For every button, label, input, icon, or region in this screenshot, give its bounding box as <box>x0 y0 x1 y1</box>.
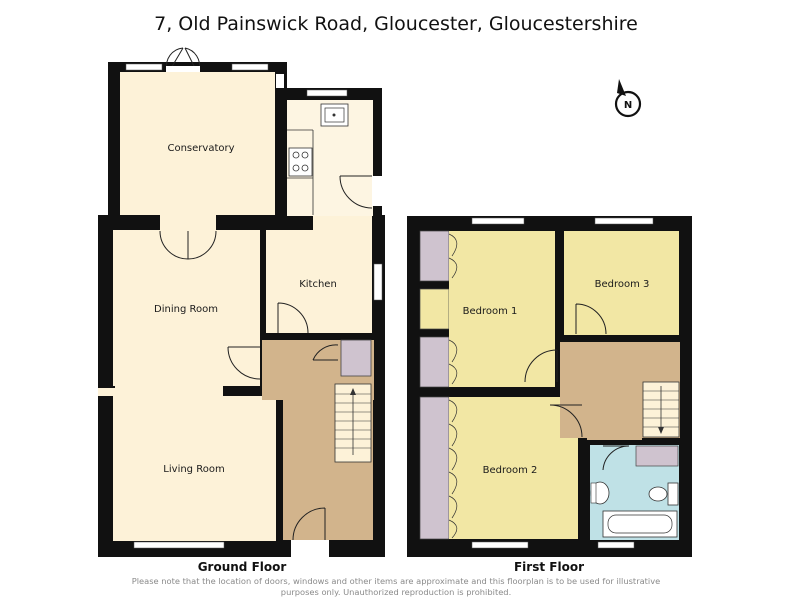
bedroom-1-room <box>449 231 555 387</box>
first-floor-stairs <box>642 381 680 438</box>
ground-floor-stairs <box>334 383 372 463</box>
north-compass-icon: N <box>614 79 642 118</box>
dining-room-label: Dining Room <box>154 304 218 315</box>
kitchen-sink-icon <box>320 103 349 127</box>
disclaimer-line-2: purposes only. Unauthorized reproduction… <box>281 587 511 597</box>
conservatory-room <box>120 72 275 215</box>
bedroom-2-room <box>449 397 578 539</box>
ground-floor-label: Ground Floor <box>198 560 287 574</box>
hob-icon <box>288 147 313 177</box>
kitchen-room <box>266 230 372 333</box>
compass-label: N <box>624 100 632 111</box>
living-room-label: Living Room <box>163 464 224 475</box>
dining-room <box>113 230 260 386</box>
bedroom-2-label: Bedroom 2 <box>483 465 538 476</box>
toilet-icon <box>648 482 679 506</box>
bedroom-3-room <box>564 231 679 335</box>
basin-icon <box>590 481 610 505</box>
first-floor-plan <box>407 216 692 557</box>
bedroom-1-label: Bedroom 1 <box>463 306 518 317</box>
kitchen-label: Kitchen <box>299 279 337 290</box>
bedroom-3-label: Bedroom 3 <box>595 279 650 290</box>
page-title: 7, Old Painswick Road, Gloucester, Glouc… <box>154 13 638 35</box>
first-floor-label: First Floor <box>514 560 584 574</box>
bath-icon <box>602 510 678 538</box>
conservatory-label: Conservatory <box>167 143 234 154</box>
living-room <box>113 396 276 541</box>
disclaimer-line-1: Please note that the location of doors, … <box>132 576 661 586</box>
ground-floor-plan <box>98 47 385 557</box>
